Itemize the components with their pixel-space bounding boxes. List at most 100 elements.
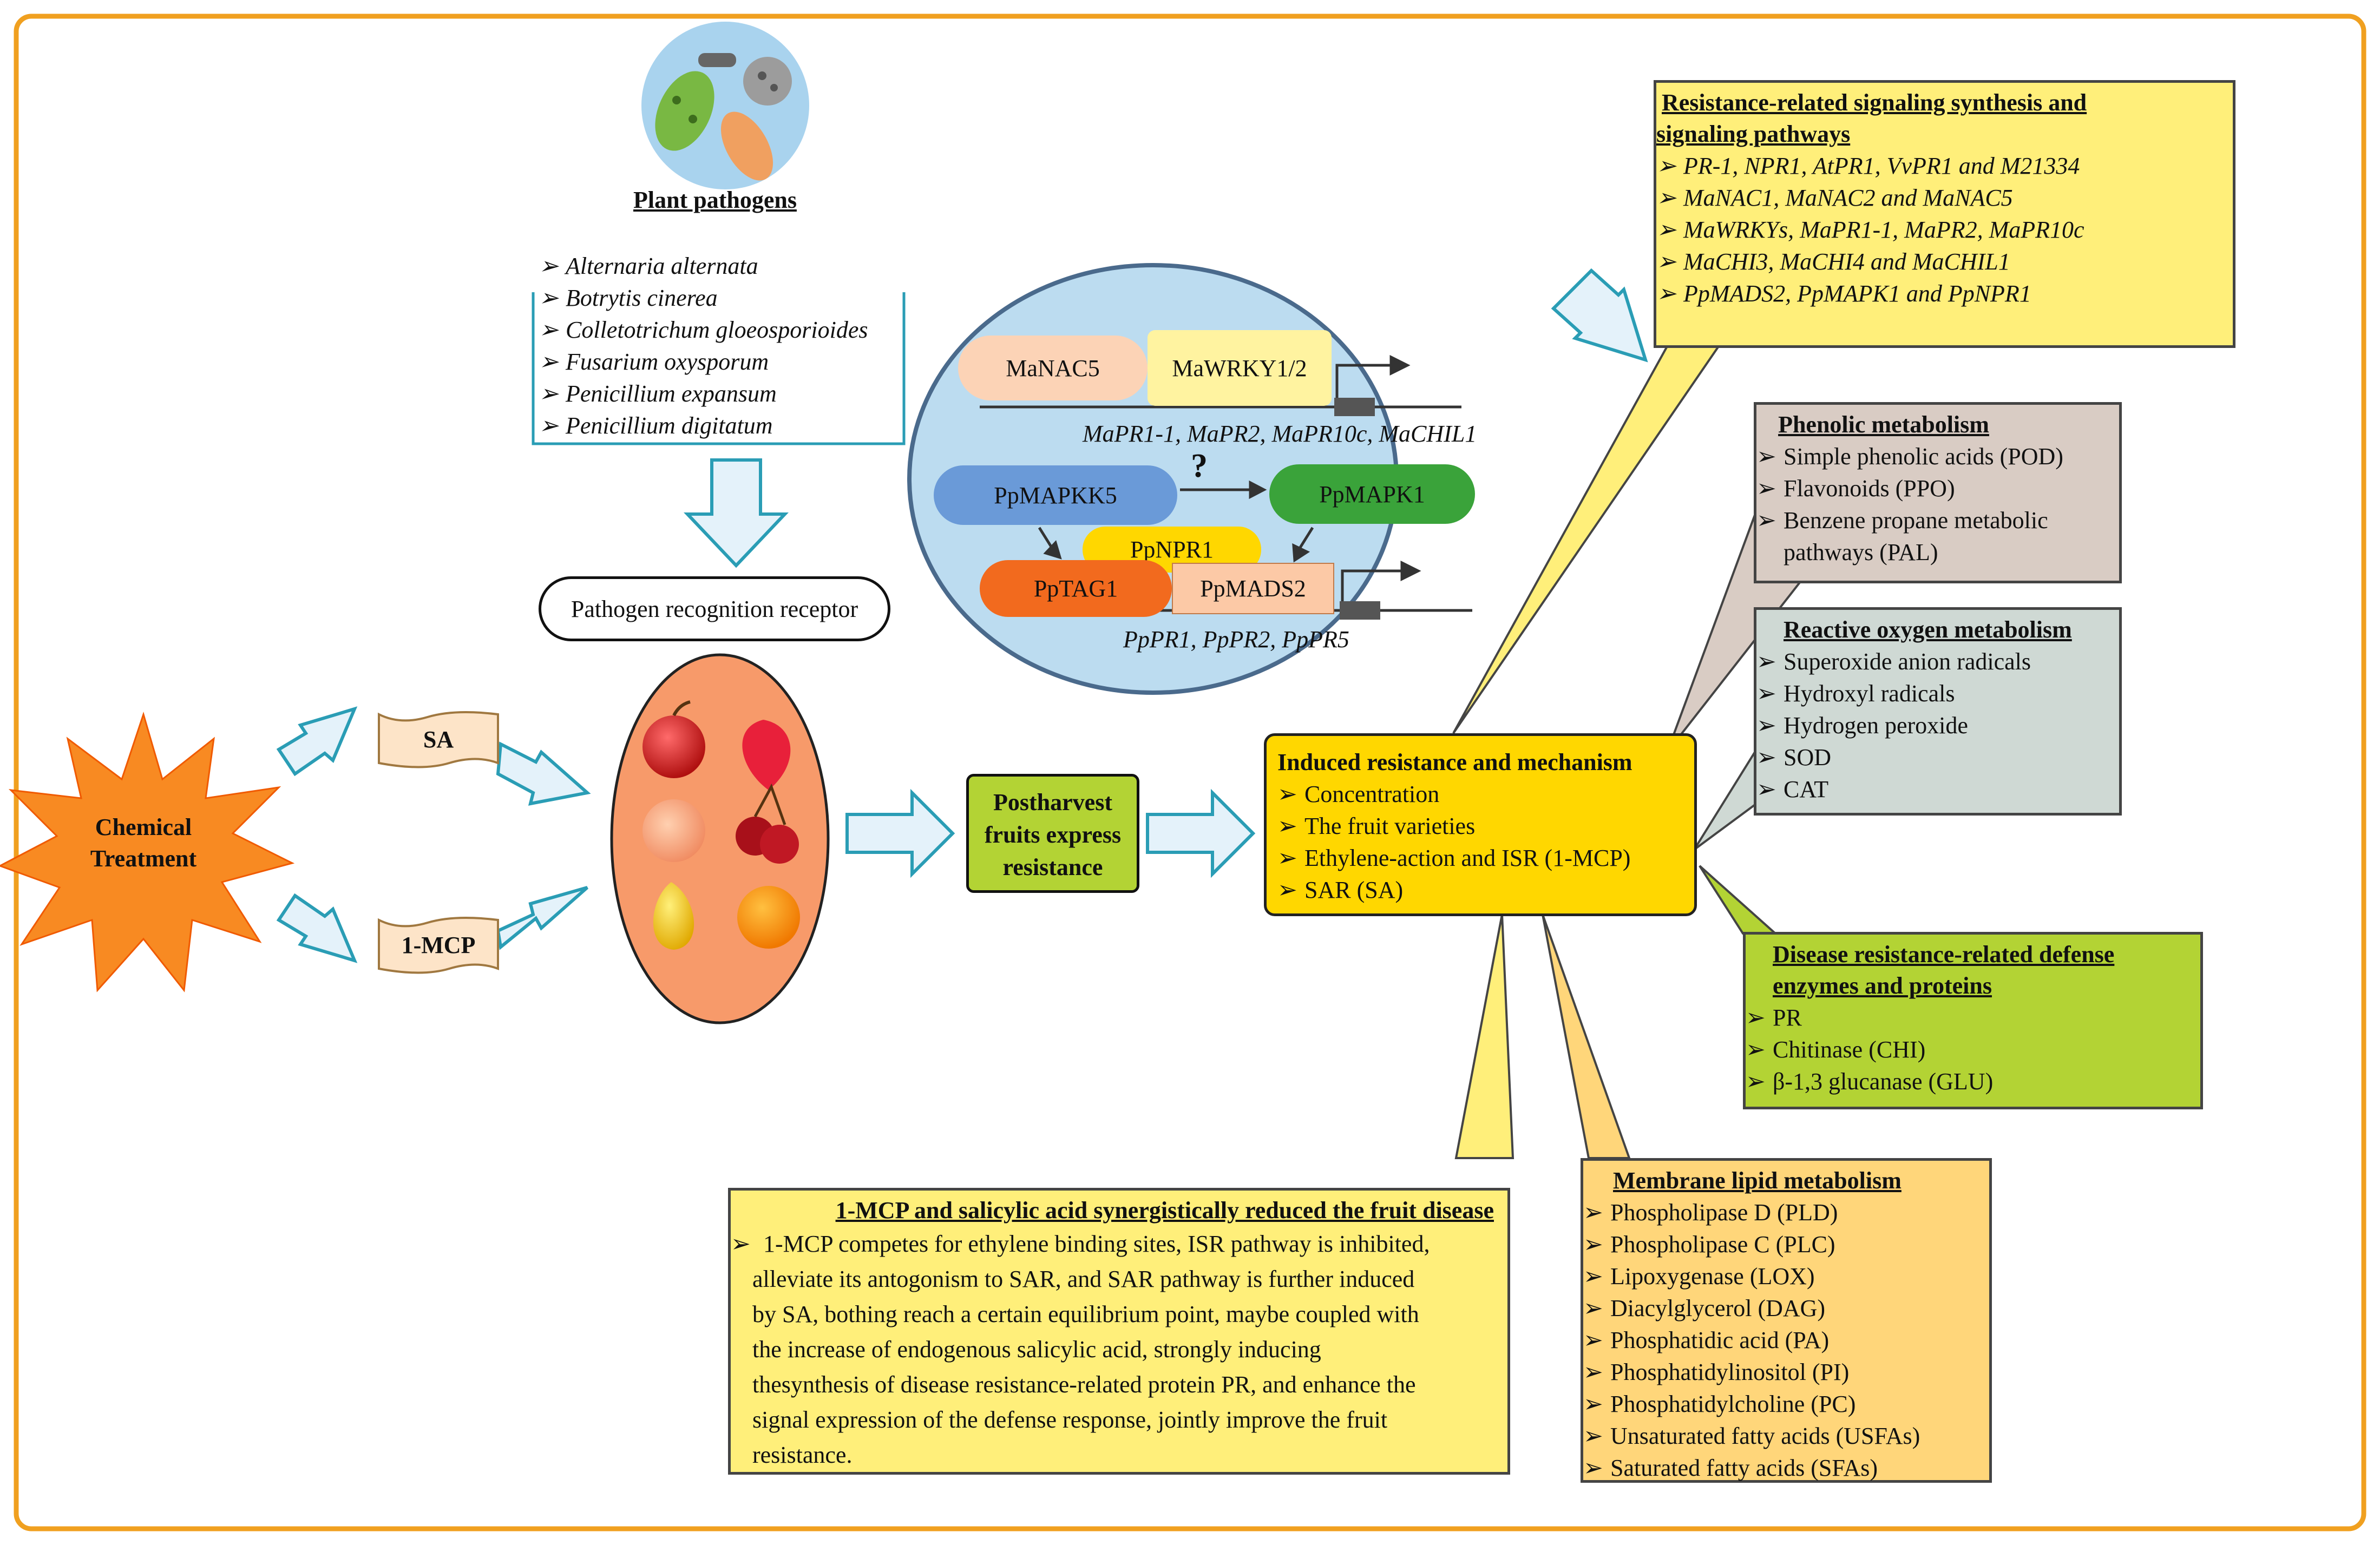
postharvest-box: Postharvest fruits express resistance — [966, 774, 1139, 893]
defense-title-line-1: Disease resistance-related defense — [1773, 941, 2115, 968]
defense-list: PR Chitinase (CHI) β-1,3 glucanase (GLU) — [1746, 1002, 2200, 1097]
list-item: MaNAC1, MaNAC2 and MaNAC5 — [1656, 182, 2226, 214]
synergy-line: signal expression of the defense respons… — [752, 1406, 1388, 1433]
ppmapkk5-label: PpMAPKK5 — [994, 482, 1117, 509]
mcp-label: 1-MCP — [401, 932, 476, 958]
list-item: Botrytis cinerea — [539, 282, 868, 314]
ppmapkk5-node: PpMAPKK5 — [934, 465, 1177, 525]
synergy-body: ➢ 1-MCP competes for ethylene binding si… — [731, 1226, 1507, 1472]
callout-membrane — [1542, 914, 1631, 1159]
synergy-line: alleviate its antogonism to SAR, and SAR… — [752, 1266, 1415, 1292]
ppnpr1-label: PpNPR1 — [1130, 536, 1214, 563]
list-item: Ethylene-action and ISR (1-MCP) — [1277, 842, 1694, 874]
bullet-arrow-icon: ➢ — [731, 1231, 751, 1257]
membrane-title: Membrane lipid metabolism — [1613, 1167, 1902, 1194]
synergy-line: thesynthesis of disease resistance-relat… — [752, 1371, 1416, 1398]
list-item: The fruit varieties — [1277, 810, 1694, 842]
list-item: Phospholipase C (PLC) — [1583, 1228, 1989, 1260]
list-item: Chitinase (CHI) — [1746, 1034, 2200, 1066]
induced-box: Induced resistance and mechanism Concent… — [1264, 733, 1697, 916]
callout-synergy — [1454, 914, 1514, 1159]
question-mark: ? — [1191, 448, 1208, 484]
pptag1-node: PpTAG1 — [980, 560, 1172, 617]
ppmads2-label: PpMADS2 — [1200, 575, 1306, 602]
ppmads2-node: PpMADS2 — [1172, 563, 1334, 614]
synergy-line: 1-MCP competes for ethylene binding site… — [763, 1231, 1430, 1257]
list-item: CAT — [1756, 773, 2119, 805]
callout-signaling — [1452, 345, 1721, 734]
phenolic-title: Phenolic metabolism — [1778, 411, 1989, 438]
list-item: MaWRKYs, MaPR1-1, MaPR2, MaPR10c — [1656, 214, 2226, 246]
genes-row-2: PpPR1, PpPR2, PpPR5 — [1123, 626, 1349, 653]
list-item: Benzene propane metabolic — [1756, 504, 2119, 536]
list-item: Unsaturated fatty acids (USFAs) — [1583, 1420, 1989, 1452]
list-item: Diacylglycerol (DAG) — [1583, 1292, 1989, 1324]
manac5-label: MaNAC5 — [1006, 354, 1100, 382]
signaling-list: PR-1, NPR1, AtPR1, VvPR1 and M21334 MaNA… — [1656, 150, 2226, 310]
list-item: Superoxide anion radicals — [1756, 646, 2119, 678]
signaling-title-line-2: signaling pathways — [1656, 121, 1851, 147]
mawrky-label: MaWRKY1/2 — [1172, 354, 1307, 382]
synergy-box: 1-MCP and salicylic acid synergistically… — [728, 1188, 1510, 1475]
list-item: Phosphatidylinositol (PI) — [1583, 1356, 1989, 1388]
ros-title: Reactive oxygen metabolism — [1784, 616, 2072, 643]
synergy-line: the increase of endogenous salicylic aci… — [752, 1336, 1321, 1363]
list-item: SAR (SA) — [1277, 874, 1694, 906]
membrane-list: Phospholipase D (PLD) Phospholipase C (P… — [1583, 1196, 1989, 1484]
pathogen-list-bracket — [532, 292, 906, 445]
list-item: PR — [1746, 1002, 2200, 1034]
genes-row-1: MaPR1-1, MaPR2, MaPR10c, MaCHIL1 — [1083, 420, 1477, 447]
list-item: Flavonoids (PPO) — [1756, 472, 2119, 504]
signaling-box: Resistance-related signaling synthesis a… — [1654, 80, 2235, 348]
defense-box: Disease resistance-related defense enzym… — [1743, 932, 2203, 1109]
pathogen-list: Alternaria alternata Botrytis cinerea Co… — [539, 250, 868, 442]
synergy-line: resistance. — [752, 1442, 853, 1468]
list-item: Lipoxygenase (LOX) — [1583, 1260, 1989, 1292]
mawrky-node: MaWRKY1/2 — [1148, 330, 1332, 406]
list-item: MaCHI3, MaCHI4 and MaCHIL1 — [1656, 246, 2226, 278]
pptag1-label: PpTAG1 — [1033, 575, 1118, 602]
list-item: Penicillium expansum — [539, 378, 868, 410]
pathogens-icon — [641, 22, 809, 189]
list-item: Phosphatidylcholine (PC) — [1583, 1388, 1989, 1420]
list-item: Hydroxyl radicals — [1756, 678, 2119, 709]
chemical-label: Chemical Treatment — [90, 814, 197, 872]
list-item: PR-1, NPR1, AtPR1, VvPR1 and M21334 — [1656, 150, 2226, 182]
sa-label: SA — [423, 726, 454, 753]
sa-banner-shape — [378, 711, 499, 768]
list-item: PpMADS2, PpMAPK1 and PpNPR1 — [1656, 278, 2226, 310]
promoter-box-2 — [1340, 601, 1380, 620]
phenolic-box: Phenolic metabolism Simple phenolic acid… — [1754, 402, 2122, 583]
list-item: Simple phenolic acids (POD) — [1756, 441, 2119, 472]
ros-box: Reactive oxygen metabolism Superoxide an… — [1754, 607, 2122, 816]
ros-list: Superoxide anion radicals Hydroxyl radic… — [1756, 646, 2119, 805]
list-item: Colletotrichum gloeosporioides — [539, 314, 868, 346]
callout-defense — [1699, 865, 1779, 935]
mcp-banner-shape — [378, 917, 499, 974]
ppmapk1-label: PpMAPK1 — [1319, 481, 1425, 508]
receptor-label: Pathogen recognition receptor — [571, 595, 858, 622]
postharvest-label: Postharvest fruits express resistance — [984, 789, 1122, 880]
chemical-star — [0, 711, 295, 992]
figure-frame — [14, 14, 2366, 1531]
callout-ros — [1693, 745, 1758, 851]
manac5-node: MaNAC5 — [958, 336, 1148, 400]
receptor-box: Pathogen recognition receptor — [539, 576, 890, 641]
promoter-box-1 — [1334, 398, 1375, 416]
fruit-icons — [642, 700, 800, 950]
list-item: Hydrogen peroxide — [1756, 709, 2119, 741]
synergy-title: 1-MCP and salicylic acid synergistically… — [835, 1197, 1494, 1224]
list-item: Phosphatidic acid (PA) — [1583, 1324, 1989, 1356]
block-arrows — [276, 268, 1648, 963]
phenolic-continuation: pathways (PAL) — [1784, 539, 1938, 566]
phenolic-list: Simple phenolic acids (POD) Flavonoids (… — [1756, 441, 2119, 536]
list-item: Fusarium oxysporum — [539, 346, 868, 378]
signaling-title-line-1: Resistance-related signaling synthesis a… — [1662, 89, 2087, 116]
induced-list: Concentration The fruit varieties Ethyle… — [1277, 778, 1694, 906]
ppmapk1-node: PpMAPK1 — [1269, 464, 1475, 524]
list-item: Penicillium digitatum — [539, 410, 868, 442]
list-item: Concentration — [1277, 778, 1694, 810]
list-item: SOD — [1756, 741, 2119, 773]
list-item: Phospholipase D (PLD) — [1583, 1196, 1989, 1228]
